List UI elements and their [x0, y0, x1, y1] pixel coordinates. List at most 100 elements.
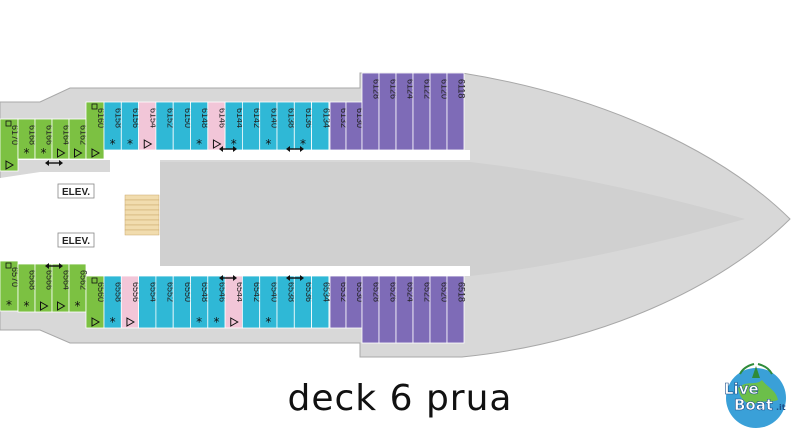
cabin-number: 6136 — [304, 108, 314, 128]
cabin-6144[interactable]: 6144* — [224, 101, 245, 151]
elevator-top: ELEV. — [57, 183, 95, 199]
cabin-number: 6148 — [200, 108, 210, 128]
cabin-6548[interactable]: 6548* — [190, 275, 211, 329]
logo-suffix: .it — [776, 403, 786, 412]
cabin-6154[interactable]: 6154 — [138, 101, 159, 151]
cabin-6168[interactable]: 6168* — [17, 118, 38, 160]
cabin-6162[interactable]: 6162 — [68, 118, 89, 160]
bottom-corridor — [0, 266, 470, 276]
cabin-6556[interactable]: 6556 — [120, 275, 141, 329]
cabin-number: 6540 — [269, 282, 279, 302]
double-arrow-icon — [45, 160, 63, 166]
cabin-6550[interactable]: 6550 — [172, 275, 193, 329]
triangle-icon — [212, 139, 222, 149]
cabin-6166[interactable]: 6166* — [34, 118, 55, 160]
cabin-6522[interactable]: 6522 — [412, 275, 433, 344]
cabin-number: 6164 — [62, 125, 72, 145]
cabin-6568[interactable]: 6568* — [17, 263, 38, 313]
cabin-number: 6558 — [114, 282, 124, 302]
cabin-6120[interactable]: 6120 — [429, 72, 450, 151]
cabin-number: 6522 — [423, 282, 433, 302]
cabin-6518[interactable]: 6518 — [446, 275, 467, 344]
cabin-6552[interactable]: 6552 — [155, 275, 176, 329]
cabin-6122[interactable]: 6122 — [412, 72, 433, 151]
cabin-number: 6124 — [406, 79, 416, 99]
cabin-number: 6146 — [217, 108, 227, 128]
cabin-number: 6564 — [62, 270, 72, 290]
double-arrow-icon — [45, 263, 63, 269]
star-icon: * — [196, 137, 202, 151]
cabin-6146[interactable]: 6146 — [207, 101, 228, 151]
star-icon: * — [127, 137, 133, 151]
cabin-number: 6122 — [423, 79, 433, 99]
cabin-number: 6562 — [79, 270, 89, 290]
cabin-number: 6158 — [114, 108, 124, 128]
cabin-number: 6520 — [440, 282, 450, 302]
cabin-6542[interactable]: 6542 — [241, 275, 262, 329]
cabin-6148[interactable]: 6148 * — [190, 101, 211, 151]
liveboat-logo[interactable]: Live Boat .it — [716, 358, 796, 436]
cabin-6128[interactable]: 6128 — [361, 72, 382, 151]
cabin-number: 6126 — [389, 79, 399, 99]
cabin-number: 6162 — [79, 125, 89, 145]
cabin-6124[interactable]: 6124 — [395, 72, 416, 151]
cabin-fill — [446, 72, 465, 151]
cabin-6524[interactable]: 6524 — [395, 275, 416, 344]
cabin-6118[interactable]: 6118 — [446, 72, 467, 151]
triangle-icon — [74, 148, 83, 158]
cabin-6170[interactable]: 6170 — [0, 118, 20, 172]
elevator-label: ELEV. — [62, 187, 90, 198]
cabin-6554[interactable]: 6554 — [138, 275, 159, 329]
cabin-6152[interactable]: 6152 — [155, 101, 176, 151]
cabin-number: 6140 — [269, 108, 279, 128]
cabin-6570[interactable]: 6570* — [0, 260, 20, 312]
atrium-area — [160, 162, 745, 276]
cabin-6560[interactable]: 6560 — [85, 275, 106, 329]
triangle-icon — [143, 139, 153, 149]
cabin-6164[interactable]: 6164 — [51, 118, 72, 160]
cabin-6558[interactable]: 6558* — [103, 275, 124, 329]
cabin-6158[interactable]: 6158* — [103, 101, 124, 151]
cabin-6534[interactable]: 6534 — [311, 275, 332, 329]
star-icon: * — [231, 137, 237, 151]
cabin-6140[interactable]: 6140* — [259, 101, 280, 151]
cabin-6532[interactable]: 6532 — [329, 275, 349, 329]
cabin-6134[interactable]: 6134 — [311, 101, 332, 151]
cabin-6130[interactable]: 6130 — [345, 101, 365, 151]
logo-line2: Boat — [734, 396, 773, 414]
cabin-6142[interactable]: 6142 — [241, 101, 262, 151]
cabin-6136[interactable]: 6136* — [293, 101, 314, 151]
accessible-icon — [5, 120, 12, 127]
cabin-number: 6128 — [372, 79, 382, 99]
star-icon: * — [75, 299, 81, 313]
cabin-6528[interactable]: 6528 — [361, 275, 382, 344]
triangle-icon — [5, 160, 15, 170]
cabin-6564[interactable]: 6564 — [51, 263, 72, 313]
cabin-6538[interactable]: 6538 — [276, 275, 297, 329]
cabin-number: 6518 — [457, 282, 467, 302]
cabin-6526[interactable]: 6526 — [378, 275, 399, 344]
cabin-number: 6566 — [45, 270, 55, 290]
stairs — [124, 194, 160, 236]
cabin-6562[interactable]: 6562 * — [68, 263, 89, 313]
cabin-6520[interactable]: 6520 — [429, 275, 450, 344]
cabin-6138[interactable]: 6138 — [276, 101, 297, 151]
cabin-6160[interactable]: 6160 — [85, 101, 106, 160]
cabin-6546[interactable]: 6546* — [207, 275, 228, 329]
cabin-number: 6560 — [96, 282, 106, 302]
star-icon: * — [196, 315, 202, 329]
cabin-6156[interactable]: 6156* — [120, 101, 141, 151]
cabin-number: 6160 — [96, 108, 106, 128]
cabin-6544[interactable]: 6544 — [224, 275, 245, 329]
connecting-door-markers — [45, 146, 304, 281]
deck-caption: deck 6 prua — [287, 378, 513, 419]
cabin-number: 6170 — [10, 125, 20, 145]
cabin-6126[interactable]: 6126 — [378, 72, 399, 151]
cabin-6150[interactable]: 6150 — [172, 101, 193, 151]
cabin-6536[interactable]: 6536 — [293, 275, 314, 329]
triangle-icon — [91, 317, 101, 327]
triangle-icon — [57, 301, 66, 311]
cabin-6540[interactable]: 6540* — [259, 275, 280, 329]
cabin-6566[interactable]: 6566 — [34, 263, 55, 313]
cabin-number: 6134 — [321, 108, 331, 128]
